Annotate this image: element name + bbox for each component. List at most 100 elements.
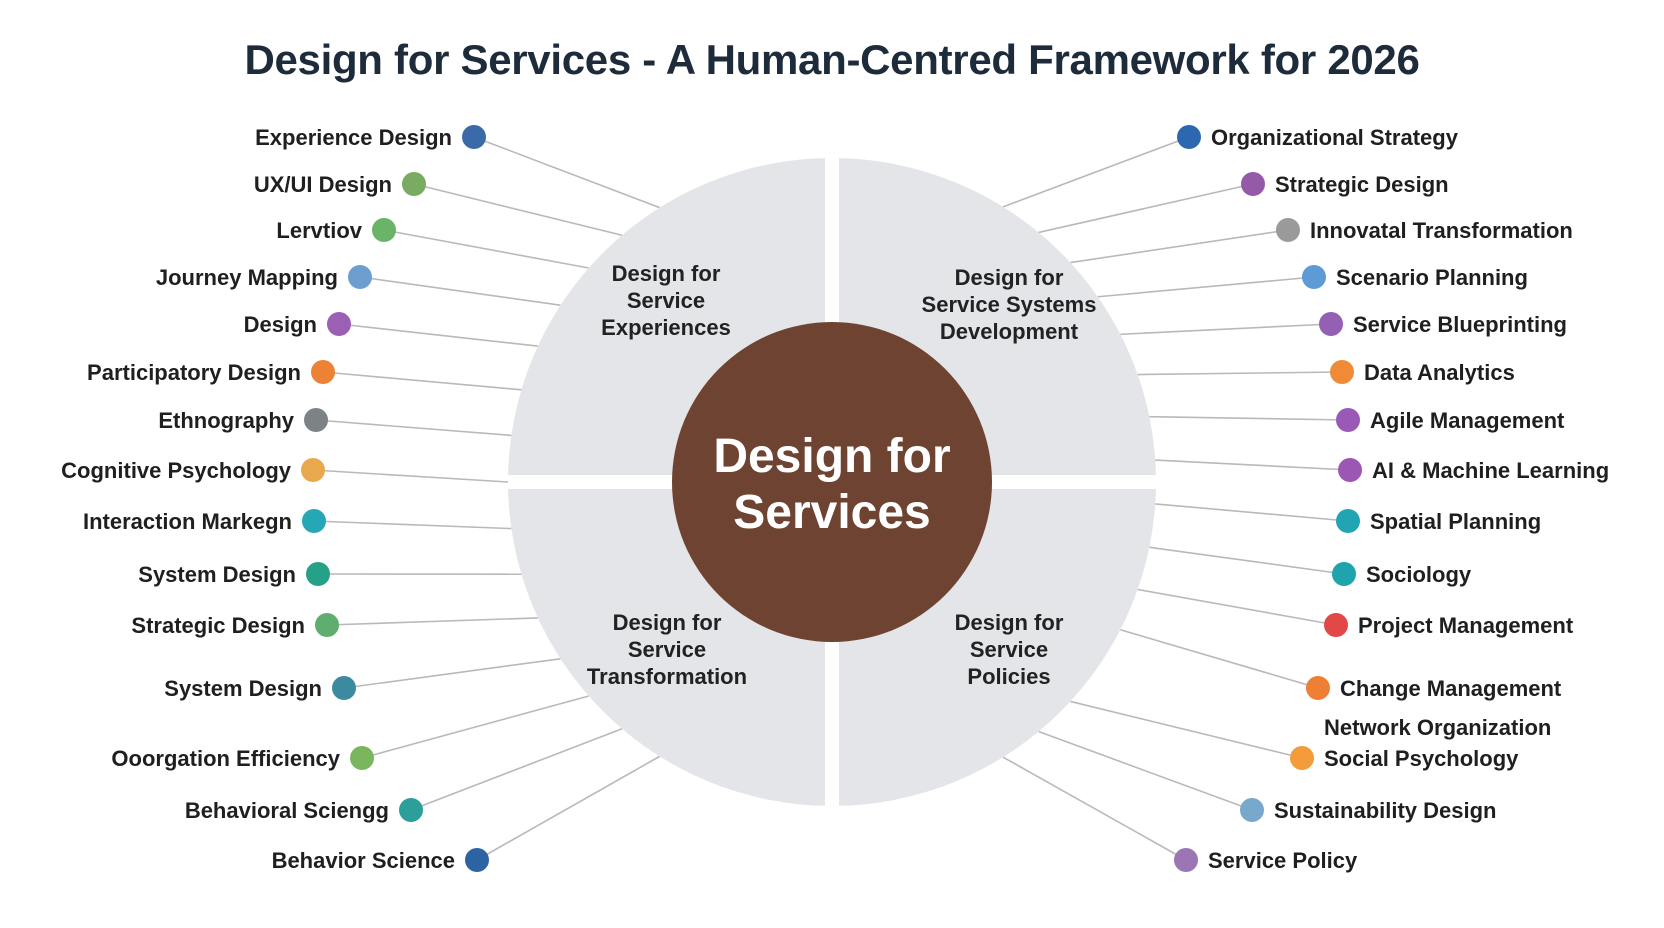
node-dot (311, 360, 335, 384)
quadrant-label-line: Design for (955, 610, 1064, 635)
node-dot (315, 613, 339, 637)
left-node-label: Lervtiov (276, 218, 362, 243)
right-node-label: Spatial Planning (1370, 509, 1541, 534)
connector-line (313, 520, 512, 530)
left-node-label: UX/UI Design (254, 172, 392, 197)
center-circle (672, 322, 992, 642)
node-dot (1302, 265, 1326, 289)
connector-line (1137, 371, 1343, 376)
connector-line (413, 183, 623, 237)
connector-line (315, 419, 512, 437)
connector-line (1097, 276, 1315, 298)
connector-line (1155, 503, 1349, 522)
center-label-line: Design for (713, 430, 950, 483)
connector-line (1120, 323, 1332, 336)
left-node-label: Behavioral Sciengg (185, 798, 389, 823)
left-node-label: System Design (138, 562, 296, 587)
right-node-label: Organizational Strategy (1211, 125, 1459, 150)
right-node-label: Service Policy (1208, 848, 1358, 873)
left-node-label: Journey Mapping (156, 265, 338, 290)
quadrant-label-line: Service (628, 637, 706, 662)
right-node-label: Service Blueprinting (1353, 312, 1567, 337)
node-dot (350, 746, 374, 770)
right-node-label: Strategic Design (1275, 172, 1449, 197)
node-dot (1174, 848, 1198, 872)
node-dot (402, 172, 426, 196)
node-dot (1177, 125, 1201, 149)
quadrant-label-line: Policies (967, 664, 1050, 689)
right-node-label: Innovatal Transformation (1310, 218, 1573, 243)
node-dot (301, 458, 325, 482)
node-dot (348, 265, 372, 289)
node-dot (302, 509, 326, 533)
page-title: Design for Services - A Human-Centred Fr… (244, 36, 1420, 83)
node-dot (372, 218, 396, 242)
connector-line (326, 617, 538, 626)
quadrant-label-line: Transformation (587, 664, 747, 689)
node-dot (1336, 408, 1360, 432)
node-dot (1276, 218, 1300, 242)
quadrant-label-line: Service (627, 288, 705, 313)
right-node-label: Scenario Planning (1336, 265, 1528, 290)
connector-line (1002, 136, 1190, 208)
node-dot (306, 562, 330, 586)
connector-line (476, 755, 661, 861)
left-node-label: Cognitive Psychology (61, 458, 292, 483)
left-node-label: Strategic Design (131, 613, 305, 638)
quadrant-label-line: Design for (955, 265, 1064, 290)
connector-line (1149, 415, 1349, 421)
connector-line (343, 657, 561, 689)
node-dot (1241, 172, 1265, 196)
connector-line (1070, 229, 1289, 264)
node-dot (1324, 613, 1348, 637)
right-node-label: Sustainability Design (1274, 798, 1497, 823)
node-dot (327, 312, 351, 336)
connector-line (361, 695, 589, 759)
node-dot (465, 848, 489, 872)
connector-lines (312, 136, 1351, 861)
node-dot (1240, 798, 1264, 822)
connector-line (1038, 730, 1253, 811)
quadrant-label-line: Design for (612, 261, 721, 286)
left-node-label: Ethnography (158, 408, 294, 433)
node-dot (1336, 509, 1360, 533)
node-dot (1290, 746, 1314, 770)
connector-line (410, 727, 623, 811)
node-dot (332, 676, 356, 700)
connector-line (1038, 183, 1254, 234)
left-node-label: Interaction Markegn (83, 509, 292, 534)
node-dot (1306, 676, 1330, 700)
left-node-label: Experience Design (255, 125, 452, 150)
connector-line (322, 371, 522, 391)
node-dot (1332, 562, 1356, 586)
right-node-label: Change Management (1340, 676, 1562, 701)
quadrant-label-line: Design for (613, 610, 722, 635)
left-node-label: Design (244, 312, 317, 337)
quadrant-label-line: Development (940, 319, 1079, 344)
connector-line (1149, 546, 1345, 575)
node-dot (462, 125, 486, 149)
right-node-label: Project Management (1358, 613, 1574, 638)
right-node-label: Sociology (1366, 562, 1472, 587)
quadrant-label-line: Service (970, 637, 1048, 662)
connector-line (1070, 700, 1303, 759)
connector-line (1002, 756, 1187, 861)
left-node-label: Participatory Design (87, 360, 301, 385)
right-node-label: AI & Machine Learning (1372, 458, 1609, 483)
center-label-line: Services (733, 486, 931, 539)
node-dot (1338, 458, 1362, 482)
connector-line (473, 136, 660, 209)
left-node-label: Ooorgation Efficiency (111, 746, 340, 771)
connector-line (1120, 628, 1319, 689)
connector-line (359, 276, 561, 307)
right-node-label: Social Psychology (1324, 746, 1519, 771)
